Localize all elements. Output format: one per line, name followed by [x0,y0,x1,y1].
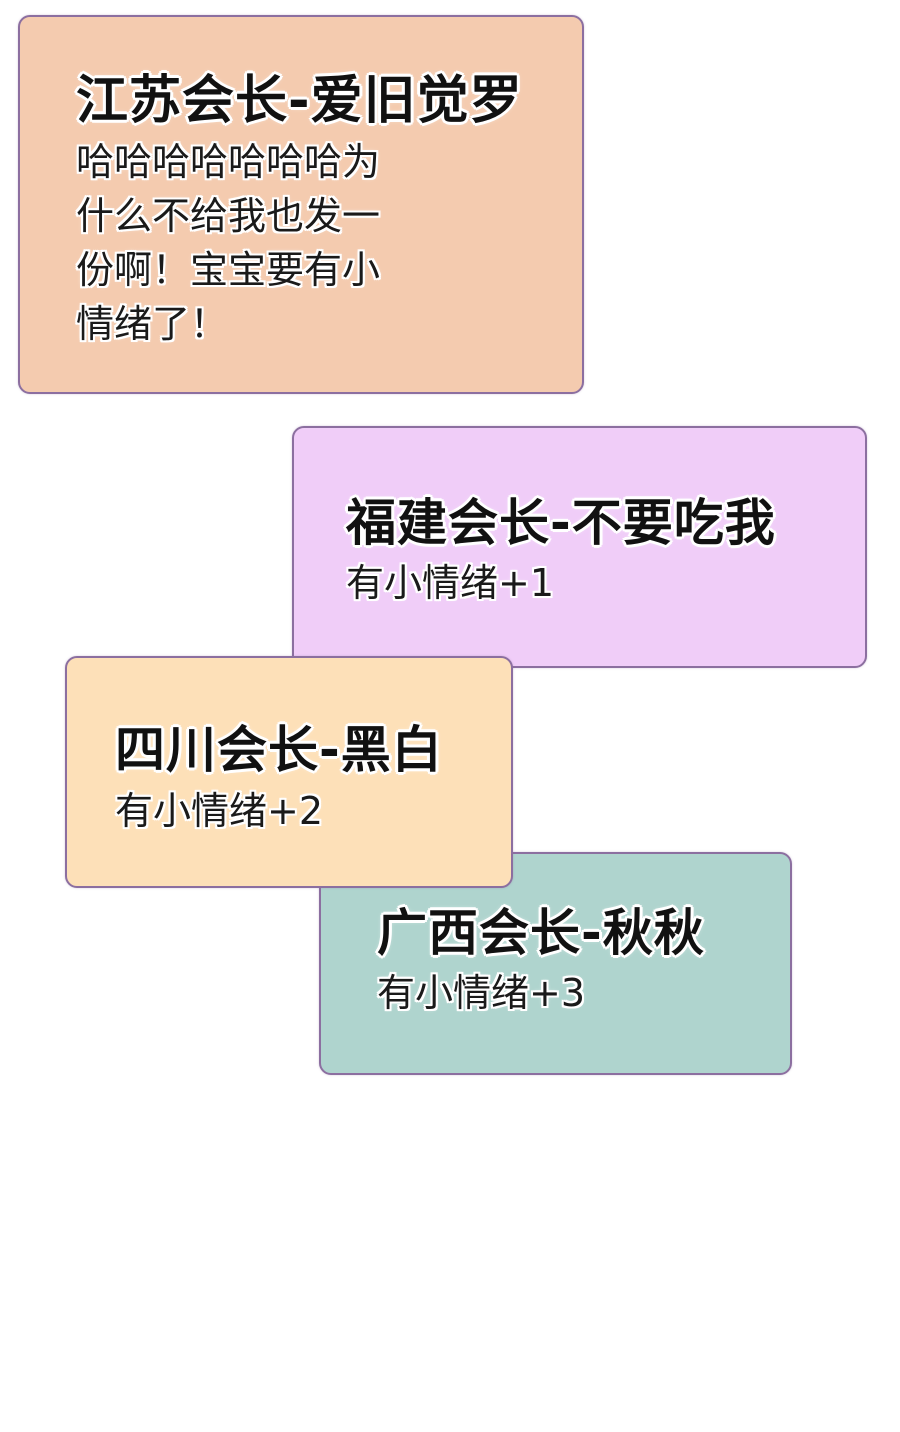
comment-card-guangxi: 广西会长-秋秋 有小情绪+3 [319,852,792,1075]
card-body: 有小情绪+2 [115,789,324,833]
card-body: 哈哈哈哈哈哈哈为 什么不给我也发一 份啊！宝宝要有小 情绪了！ [76,140,381,346]
comment-card-jiangsu: 江苏会长-爱旧觉罗 哈哈哈哈哈哈哈为 什么不给我也发一 份啊！宝宝要有小 情绪了… [18,15,584,394]
card-title: 广西会长-秋秋 [377,904,705,962]
comment-card-sichuan: 四川会长-黑白 有小情绪+2 [65,656,513,888]
card-body: 有小情绪+1 [346,561,555,605]
card-title: 四川会长-黑白 [115,721,443,779]
card-title: 江苏会长-爱旧觉罗 [76,71,523,131]
card-title: 福建会长-不要吃我 [346,494,776,552]
card-body: 有小情绪+3 [377,971,586,1015]
comment-card-fujian: 福建会长-不要吃我 有小情绪+1 [292,426,867,668]
